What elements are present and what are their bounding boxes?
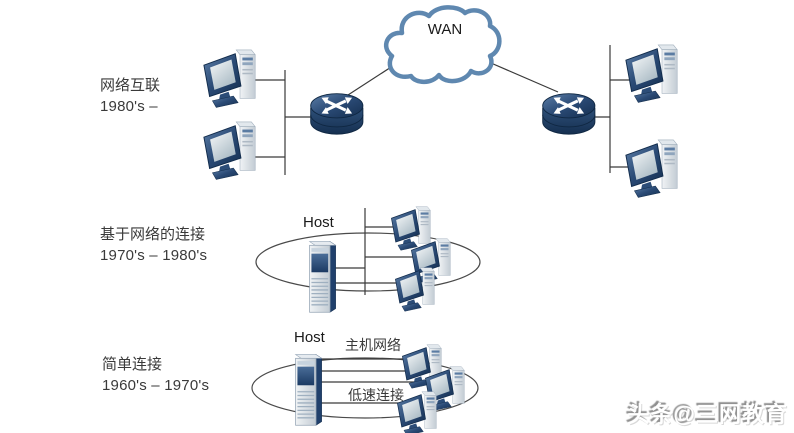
desktop-computer-icon [203, 121, 256, 180]
stage3-era: 1960's – 1970's [102, 377, 210, 394]
stage3-title: 简单连接 [102, 356, 163, 373]
host-server-icon [294, 353, 323, 426]
host-server-icon [308, 240, 337, 313]
stage1-label: 网络互联 1980's – [100, 75, 160, 117]
stage1-era: 1980's – [100, 98, 158, 115]
desktop-computer-icon [395, 267, 435, 312]
ring-ellipse [255, 232, 481, 292]
router-icon [541, 92, 597, 136]
ring-ellipse [251, 357, 479, 419]
wan-label: WAN [427, 21, 463, 38]
host-network-label: 主机网络 [345, 337, 401, 353]
desktop-computer-icon [625, 44, 678, 103]
stage2-ring-and-bus [255, 208, 481, 295]
wan-cloud-icon [383, 5, 502, 85]
stage1-title: 网络互联 [100, 77, 161, 94]
router-icon [309, 92, 365, 136]
stage3-label: 简单连接 1960's – 1970's [102, 354, 209, 396]
host-label-stage3: Host [294, 329, 325, 346]
desktop-computer-icon [625, 139, 678, 198]
stage1-bus-lines [255, 45, 632, 175]
host-label-stage2: Host [303, 214, 334, 231]
stage2-label: 基于网络的连接 1970's – 1980's [100, 224, 207, 266]
watermark: 头条@三网教育 [627, 402, 788, 427]
desktop-computer-icon [203, 49, 256, 108]
stage2-title: 基于网络的连接 [100, 226, 206, 243]
stage2-era: 1970's – 1980's [100, 247, 208, 264]
low-speed-label: 低速连接 [348, 387, 404, 403]
desktop-computer-icon [391, 206, 431, 251]
